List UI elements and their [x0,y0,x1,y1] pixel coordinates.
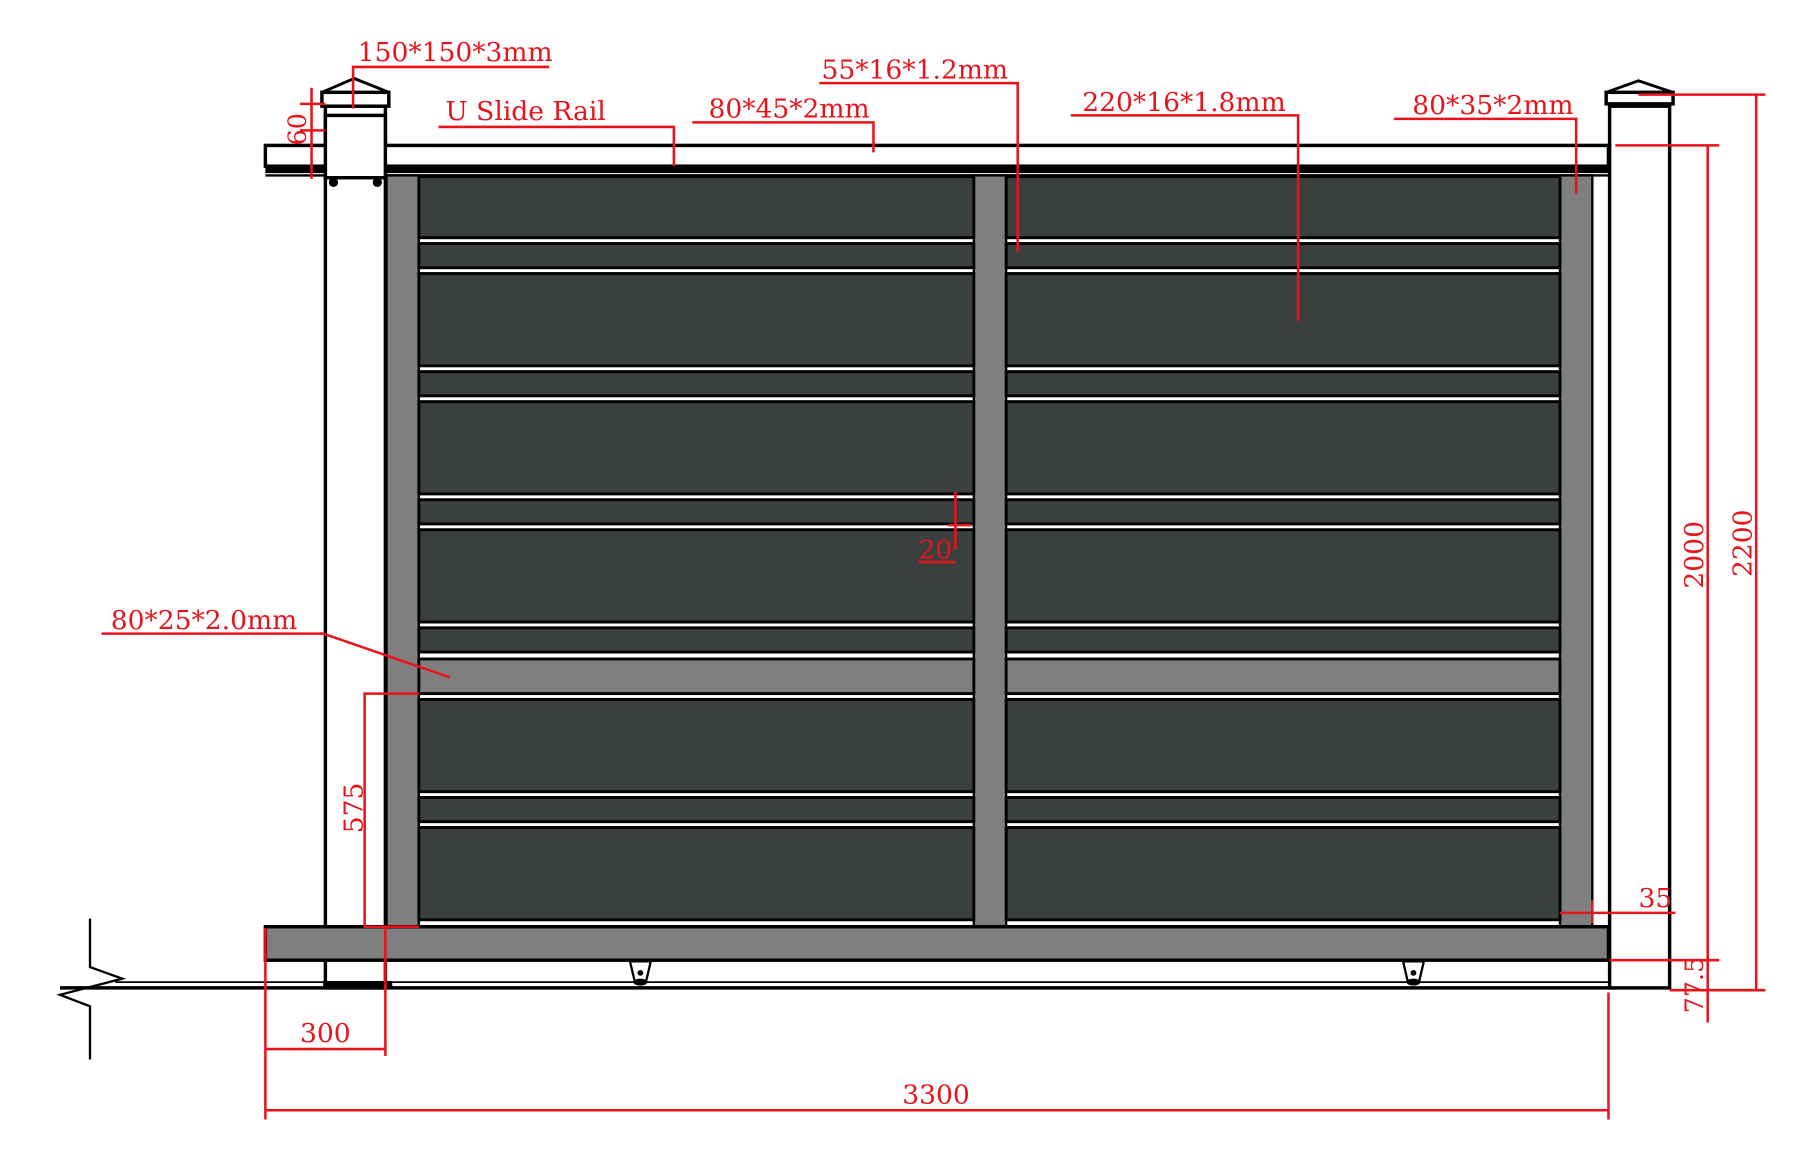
spacer-spec-label: 55*16*1.2mm [822,54,1009,85]
mid-rail-spec-label: 80*25*2.0mm [111,605,298,636]
right-bay-slats [1004,175,1562,922]
slat [1004,528,1562,624]
spacer [1004,626,1562,654]
side-gap-dim: 35 [1638,883,1672,914]
annotations: 150*150*3mm 60 U Slide Rail 80*45*2mm 55… [101,37,1766,1120]
mid-rail [1004,657,1562,696]
slat [1004,175,1562,240]
spacer [1004,370,1562,398]
slat [1004,400,1562,496]
post-spec-label: 150*150*3mm [358,37,553,68]
bottom-clearance-dim: 77.5 [1679,957,1709,1014]
u-slide-rail-label: U Slide Rail [445,96,605,127]
wheels [628,960,1426,986]
spacer [417,498,976,526]
overall-width-dim: 3300 [902,1079,970,1110]
slat [1004,272,1562,368]
slat [417,528,976,624]
spacer [417,370,976,398]
slat [417,826,976,922]
slat-gap-dim: 20 [918,535,952,566]
spacer [1004,498,1562,526]
slat [1004,697,1562,794]
break-symbol [56,918,127,1060]
spacer [417,796,976,824]
tail-length-dim: 300 [300,1018,351,1049]
spacer [417,626,976,654]
side-frame-spec-label: 80*35*2mm [1412,90,1573,121]
slat [417,272,976,368]
slat [1004,826,1562,922]
mid-rail [417,657,976,696]
right-post [1604,79,1675,990]
post-height-dim: 2200 [1728,509,1759,577]
gate-height-dim: 2000 [1679,521,1710,589]
post-cap-dim: 60 [282,113,312,145]
slat [417,175,976,240]
left-post [320,76,393,990]
bottom-beam [263,924,1611,962]
spacer [1004,242,1562,270]
spacer [1004,796,1562,824]
slat [417,400,976,496]
slat-spec-label: 220*16*1.8mm [1082,87,1285,118]
wheel-icon [1401,960,1426,986]
left-side-frame [385,174,420,930]
left-bay-slats [417,175,976,922]
mid-rail-height-dim: 575 [338,783,369,834]
top-rail-spec-label: 80*45*2mm [708,94,869,125]
slat [417,697,976,794]
center-mullion [972,174,1008,930]
spacer [417,242,976,270]
wheel-icon [628,960,653,986]
right-side-frame [1558,174,1594,930]
